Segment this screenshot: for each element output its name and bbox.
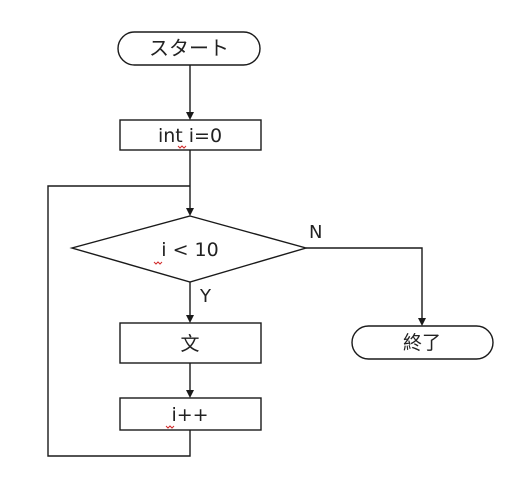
increment-label: i++: [171, 404, 208, 426]
arrowhead: [186, 112, 194, 120]
loop-back-connector: [47, 185, 191, 457]
arrowhead: [186, 315, 194, 323]
yes-branch-label: Y: [199, 286, 212, 307]
spellcheck-underline: [177, 145, 187, 149]
arrowhead: [186, 390, 194, 398]
end-terminator: [351, 325, 494, 360]
body-process-box: [119, 322, 262, 364]
spellcheck-underline: [153, 261, 163, 265]
condition-decision: [69, 215, 309, 283]
init-process-box: [119, 119, 262, 151]
connector-condition-end: [306, 247, 423, 318]
end-label: 終了: [403, 332, 441, 354]
arrowhead: [418, 318, 426, 326]
start-label: スタート: [149, 36, 229, 60]
no-branch-label: N: [309, 222, 322, 243]
init-label: int i=0: [158, 125, 222, 147]
start-terminator: [117, 31, 261, 66]
arrowhead: [186, 208, 194, 216]
spellcheck-underline: [165, 425, 175, 429]
increment-process-box: [119, 397, 262, 431]
body-label: 文: [180, 333, 199, 355]
condition-label: i < 10: [161, 239, 218, 261]
